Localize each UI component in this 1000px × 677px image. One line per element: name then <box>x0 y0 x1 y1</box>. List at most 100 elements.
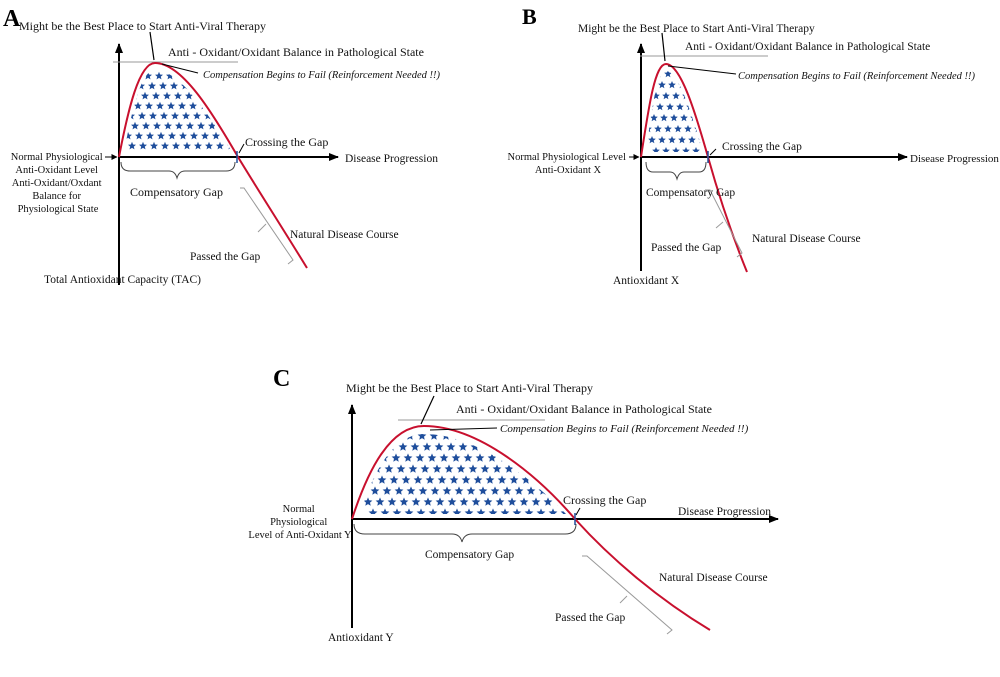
panel-a-gap-brace <box>120 161 236 180</box>
star-mark <box>380 508 390 514</box>
star-mark <box>461 475 471 484</box>
star-mark <box>471 497 481 506</box>
star-mark <box>381 434 391 440</box>
star-mark <box>387 497 397 506</box>
star-mark <box>185 91 193 100</box>
star-mark <box>437 475 447 484</box>
star-mark <box>535 453 545 462</box>
star-mark <box>487 453 497 462</box>
star-mark <box>490 486 500 495</box>
star-mark <box>473 475 483 484</box>
star-mark <box>668 81 676 89</box>
star-mark <box>124 71 130 80</box>
star-mark <box>442 486 452 495</box>
star-mark <box>391 453 401 462</box>
star-mark <box>435 497 445 506</box>
panel-b-crossing-label: Crossing the Gap <box>722 141 802 153</box>
star-mark <box>688 136 696 144</box>
panel-b-letter: B <box>522 4 537 29</box>
star-mark <box>468 464 478 473</box>
panel-a-cross-leader <box>238 143 245 154</box>
star-mark <box>145 101 153 110</box>
panel-a-best-place-label: Might be the Best Place to Start Anti-Vi… <box>19 19 266 33</box>
star-mark <box>124 131 132 140</box>
star-mark <box>152 91 160 100</box>
star-mark <box>174 91 182 100</box>
star-mark <box>396 464 406 473</box>
panel-c-balance-label: Anti - Oxidant/Oxidant Balance in Pathol… <box>456 402 712 416</box>
panel-c: C Might be the Best Place to Start Anti-… <box>248 366 779 644</box>
panel-c-comp-leader <box>429 427 498 431</box>
star-mark <box>434 442 444 451</box>
star-mark <box>674 125 682 133</box>
star-mark <box>161 141 169 150</box>
star-mark <box>135 131 143 140</box>
panel-c-letter: C <box>273 366 290 392</box>
star-mark <box>660 114 668 122</box>
star-mark <box>524 508 534 514</box>
panel-b-comp-gap-label: Compensatory Gap <box>646 187 735 199</box>
panel-b-natural-label: Natural Disease Course <box>752 233 861 245</box>
star-mark <box>170 81 178 90</box>
star-mark <box>540 464 550 473</box>
star-mark <box>392 508 402 514</box>
star-mark <box>519 497 529 506</box>
star-mark <box>168 131 176 140</box>
star-mark <box>684 71 692 78</box>
star-mark <box>652 92 660 100</box>
panel-a-normal-line: Anti-Oxidant Level <box>15 165 98 176</box>
star-mark <box>360 434 367 440</box>
panel-a-y-axis-label: Total Antioxidant Capacity (TAC) <box>44 274 201 286</box>
star-mark <box>666 103 674 111</box>
star-mark <box>662 92 670 100</box>
panel-c-y-axis-label: Antioxidant Y <box>328 632 394 644</box>
star-mark <box>415 453 425 462</box>
star-mark <box>182 111 190 120</box>
star-mark <box>531 497 541 506</box>
star-mark <box>428 508 438 514</box>
panel-c-normal-line: Level of Anti-Oxidant Y <box>248 530 352 541</box>
star-mark <box>201 131 209 140</box>
star-mark <box>459 497 469 506</box>
star-mark <box>523 453 533 462</box>
panel-a-comp-gap-label: Compensatory Gap <box>130 185 223 199</box>
star-mark <box>423 497 433 506</box>
star-mark <box>497 475 507 484</box>
panel-c-passed-label: Passed the Gap <box>555 612 626 624</box>
star-mark <box>543 497 553 506</box>
panel-a-balance-label: Anti - Oxidant/Oxidant Balance in Pathol… <box>168 45 424 59</box>
star-mark <box>149 111 157 120</box>
star-mark <box>542 442 552 451</box>
star-mark <box>144 71 152 80</box>
star-mark <box>226 111 232 120</box>
star-mark <box>476 508 486 514</box>
panel-c-normal-label: Normal Physiological Level of Anti-Oxida… <box>248 504 352 541</box>
panel-a: A Might be the Best Place to Start Anti-… <box>3 6 440 286</box>
star-mark <box>153 121 161 130</box>
star-mark <box>403 453 413 462</box>
panel-c-normal-line: Normal <box>283 504 315 515</box>
star-mark <box>495 497 505 506</box>
star-mark <box>475 453 485 462</box>
star-mark <box>164 121 172 130</box>
star-mark <box>404 508 414 514</box>
star-mark <box>680 114 688 122</box>
star-mark <box>518 442 528 451</box>
star-mark <box>420 464 430 473</box>
panel-b-compensation-label: Compensation Begins to Fail (Reinforceme… <box>738 71 975 82</box>
star-mark <box>190 131 198 140</box>
panel-b-passed-tick <box>715 221 724 229</box>
star-mark <box>215 111 223 120</box>
panel-b-balance-label: Anti - Oxidant/Oxidant Balance in Pathol… <box>685 41 930 53</box>
star-mark <box>194 141 202 150</box>
star-mark <box>506 442 516 451</box>
star-mark <box>429 434 439 440</box>
star-mark <box>504 464 514 473</box>
panel-b-y-axis-label: Antioxidant X <box>613 275 680 287</box>
panel-b-passed-label: Passed the Gap <box>651 242 722 254</box>
star-mark <box>167 101 175 110</box>
panel-a-normal-line: Physiological State <box>18 204 99 215</box>
star-mark <box>171 111 179 120</box>
panel-c-best-place-label: Might be the Best Place to Start Anti-Vi… <box>346 381 593 395</box>
star-mark <box>547 453 557 462</box>
